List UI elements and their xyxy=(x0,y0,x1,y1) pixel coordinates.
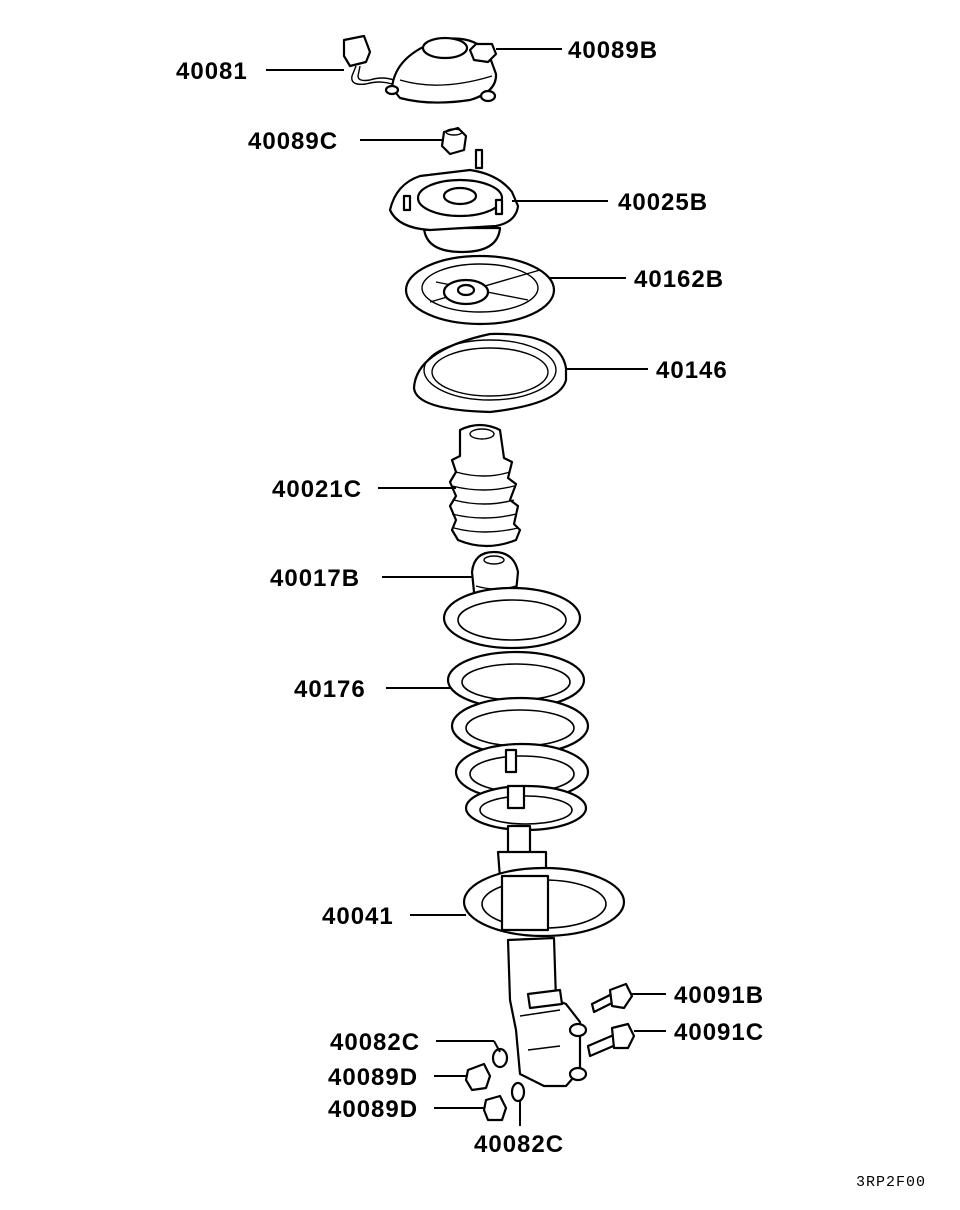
label-40025b: 40025B xyxy=(618,189,708,216)
label-40176: 40176 xyxy=(294,676,366,703)
strut-assembly xyxy=(462,824,626,1088)
label-40041: 40041 xyxy=(322,903,394,930)
label-40089c: 40089C xyxy=(248,128,338,155)
diagram-code: 3RP2F00 xyxy=(856,1174,926,1191)
upper-strut-mount xyxy=(388,148,520,254)
label-40082c-top: 40082C xyxy=(330,1029,420,1056)
label-40021c: 40021C xyxy=(272,476,362,503)
nut-40089d-top xyxy=(464,1062,492,1092)
label-40089d-top: 40089D xyxy=(328,1064,418,1091)
nut-40089d-bottom xyxy=(482,1094,508,1122)
spring-insulator-ring xyxy=(412,332,568,414)
leader-lines xyxy=(266,48,666,1126)
label-40081: 40081 xyxy=(176,58,248,85)
label-40089d-bottom: 40089D xyxy=(328,1096,418,1123)
washer-40082c-bottom xyxy=(510,1081,526,1103)
label-40162b: 40162B xyxy=(634,266,724,293)
bolt-40091c xyxy=(586,1022,636,1058)
strut-cap-cover xyxy=(384,36,498,104)
coil-spring xyxy=(442,586,590,832)
label-40146: 40146 xyxy=(656,357,728,384)
strut-bearing xyxy=(404,254,556,326)
label-40082c-bottom: 40082C xyxy=(474,1131,564,1158)
label-40089b: 40089B xyxy=(568,37,658,64)
label-40017b: 40017B xyxy=(270,565,360,592)
nut-40089c xyxy=(440,126,468,156)
label-40091b: 40091B xyxy=(674,982,764,1009)
label-40091c: 40091C xyxy=(674,1019,764,1046)
bolt-40091b xyxy=(590,982,634,1014)
washer-40082c-top xyxy=(491,1047,509,1069)
sensor-connector xyxy=(342,34,395,86)
dust-boot xyxy=(448,423,522,548)
